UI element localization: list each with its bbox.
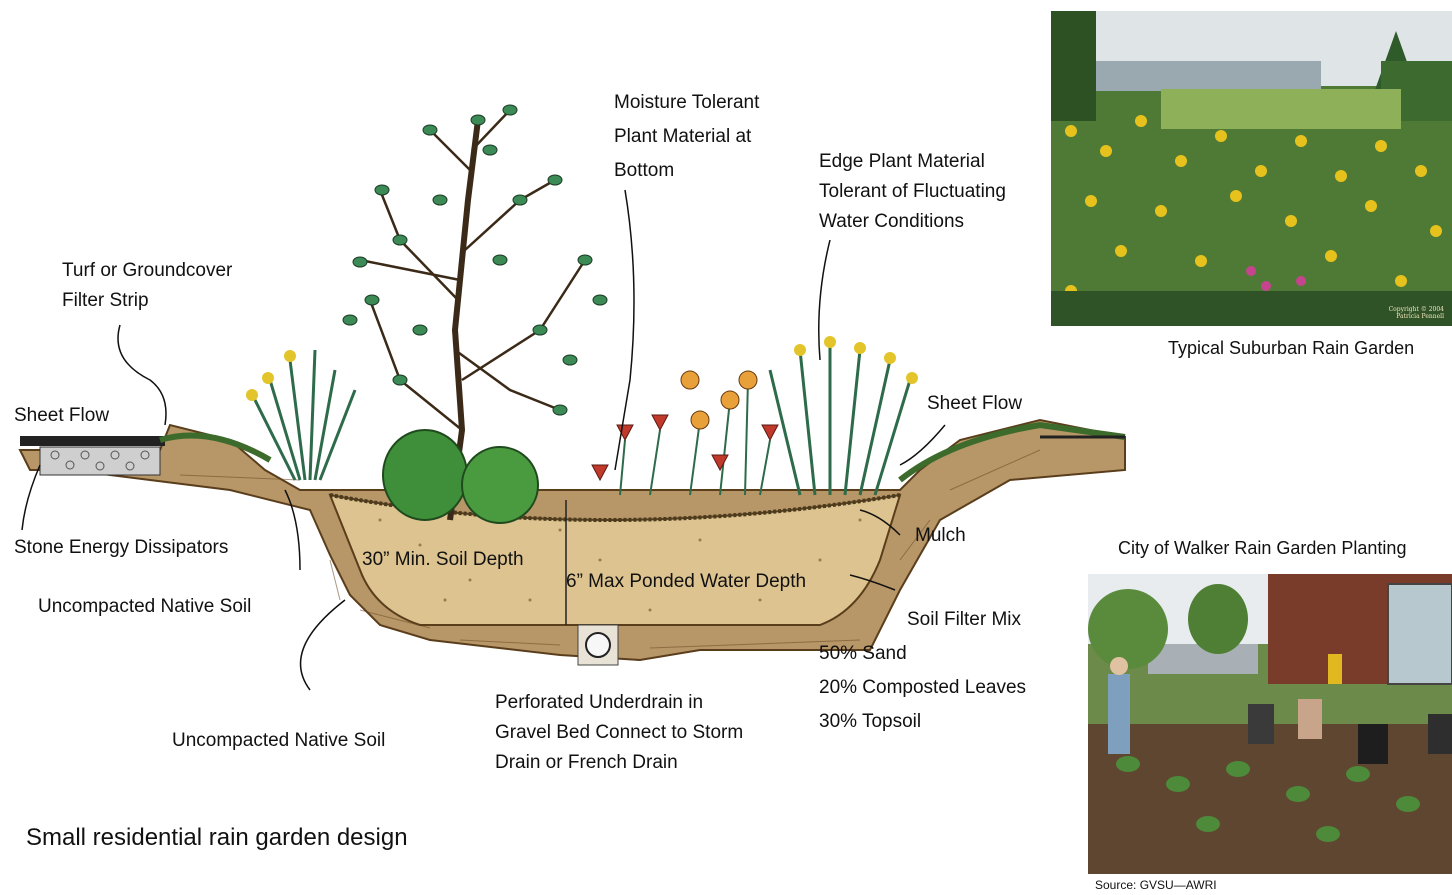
label-uncompacted-native-soil-lower: Uncompacted Native Soil [172, 726, 385, 756]
copyright-line: Copyright © 2004 [1389, 306, 1444, 313]
caption-city-of-walker: City of Walker Rain Garden Planting [1118, 538, 1406, 559]
label-soil-filter-mix: Soil Filter Mix [907, 605, 1021, 635]
perforated-underdrain [586, 633, 610, 657]
label-turf-filter-strip: Turf or Groundcover Filter Strip [62, 256, 232, 316]
caption-typical-suburban: Typical Suburban Rain Garden [1168, 338, 1414, 359]
label-line: Drain or French Drain [495, 748, 743, 778]
label-line: Tolerant of Fluctuating [819, 177, 1006, 207]
mix-item: 50% Sand [819, 639, 1026, 669]
label-line: Plant Material at [614, 122, 759, 152]
label-stone-energy-dissipators: Stone Energy Dissipators [14, 533, 228, 563]
label-perforated-underdrain: Perforated Underdrain in Gravel Bed Conn… [495, 688, 743, 778]
label-line: Edge Plant Material [819, 147, 1006, 177]
grass-clump-left [255, 350, 355, 480]
mix-item: 20% Composted Leaves [819, 673, 1026, 703]
label-uncompacted-native-soil-upper: Uncompacted Native Soil [38, 592, 251, 622]
label-moisture-tolerant-plants: Moisture Tolerant Plant Material at Bott… [614, 88, 759, 186]
photo-source: Source: GVSU—AWRI [1095, 878, 1217, 892]
label-soil-mix-components: 50% Sand 20% Composted Leaves 30% Topsoi… [819, 639, 1026, 737]
label-line: Turf or Groundcover [62, 256, 232, 286]
pavement-left [20, 436, 165, 446]
label-line: Perforated Underdrain in [495, 688, 743, 718]
label-soil-depth: 30” Min. Soil Depth [362, 545, 524, 575]
walker-planting-photo [1088, 574, 1452, 874]
diagram-title: Small residential rain garden design [26, 824, 408, 852]
label-mulch: Mulch [915, 521, 966, 551]
photo-copyright: Copyright © 2004 Patricia Pennell [1389, 306, 1444, 320]
grass-clump-right [770, 345, 910, 495]
shrub-left [383, 430, 467, 520]
shrub-middle [462, 447, 538, 523]
label-line: Filter Strip [62, 286, 232, 316]
label-line: Water Conditions [819, 207, 1006, 237]
label-line: Gravel Bed Connect to Storm [495, 718, 743, 748]
mix-item: 30% Topsoil [819, 707, 1026, 737]
label-line: Moisture Tolerant [614, 88, 759, 118]
copyright-line: Patricia Pennell [1389, 313, 1444, 320]
suburban-rain-garden-photo: Copyright © 2004 Patricia Pennell [1051, 11, 1452, 326]
label-line: Bottom [614, 156, 759, 186]
label-sheet-flow-left: Sheet Flow [14, 401, 109, 431]
stone-energy-dissipators [40, 447, 160, 475]
flowering-plants [620, 380, 770, 495]
label-ponded-water-depth: 6” Max Ponded Water Depth [566, 567, 806, 597]
label-edge-plant-material: Edge Plant Material Tolerant of Fluctuat… [819, 147, 1006, 237]
label-sheet-flow-right: Sheet Flow [927, 389, 1022, 419]
